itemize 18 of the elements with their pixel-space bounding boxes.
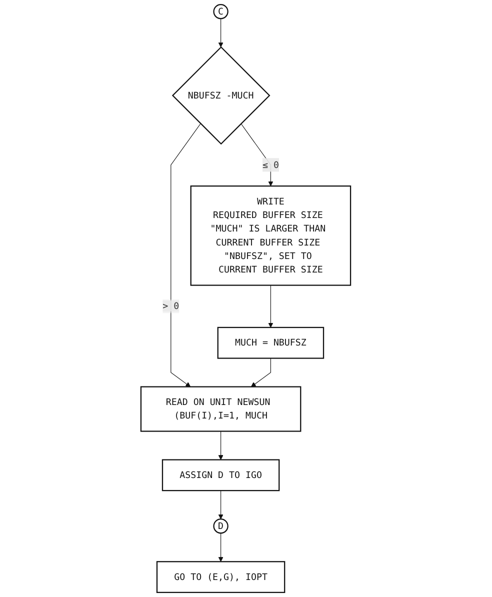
arrow xyxy=(218,18,224,48)
arrow xyxy=(240,123,274,186)
node-diamond: NBUFSZ -MUCH xyxy=(172,46,270,145)
arrow xyxy=(218,532,224,562)
arrow xyxy=(251,358,272,387)
node-box: GO TO (E,G), IOPT xyxy=(156,561,286,594)
node-box: ASSIGN D TO IGO xyxy=(162,459,280,492)
arrow xyxy=(218,490,224,520)
arrow xyxy=(268,284,274,328)
arrow xyxy=(170,123,202,387)
node-box: MUCH = NBUFSZ xyxy=(218,326,324,359)
arrow xyxy=(218,430,224,460)
node-circle: C xyxy=(213,4,229,20)
node-box: READ ON UNIT NEWSUN (BUF(I),I=1, MUCH xyxy=(140,386,302,432)
node-box: WRITE REQUIRED BUFFER SIZE "MUCH" IS LARGER THAN CURRENT BUFFER SIZE "NBUFSZ", SET TO CURRENT BUFFER SIZE xyxy=(190,185,352,286)
node-circle: D xyxy=(213,518,229,534)
edge-label: > 0 xyxy=(162,300,180,312)
edge-label: ≤ 0 xyxy=(262,159,280,170)
